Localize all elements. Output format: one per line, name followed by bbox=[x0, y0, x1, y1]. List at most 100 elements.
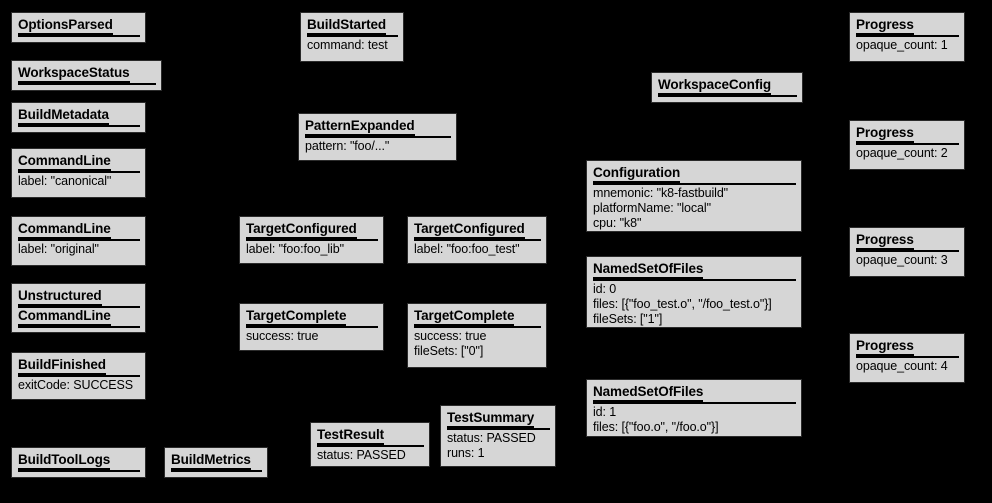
event-node-title-line: OptionsParsed bbox=[18, 17, 113, 35]
event-node-attribute: fileSets: ["1"] bbox=[593, 312, 663, 326]
event-node-attributes: label: "foo:foo_lib" bbox=[246, 242, 378, 257]
event-node-title: BuildFinished bbox=[18, 357, 140, 377]
event-node-attribute: files: [{"foo_test.o", "/foo_test.o"}] bbox=[593, 297, 772, 311]
event-node-build-metadata[interactable]: BuildMetadata bbox=[11, 102, 146, 133]
event-node-title: NamedSetOfFiles bbox=[593, 261, 796, 281]
event-node-target-configured-foo-test[interactable]: TargetConfigured label: "foo:foo_test" bbox=[407, 216, 547, 264]
event-node-title: TestSummary bbox=[447, 410, 550, 430]
event-node-command-line-original[interactable]: CommandLine label: "original" bbox=[11, 216, 146, 266]
event-node-target-complete-lib[interactable]: TargetComplete success: true bbox=[239, 303, 384, 351]
event-node-attributes: status: PASSED bbox=[317, 448, 424, 463]
event-node-title-line: CommandLine bbox=[18, 308, 111, 326]
event-node-attribute: label: "original" bbox=[18, 242, 99, 256]
event-node-title: NamedSetOfFiles bbox=[593, 384, 796, 404]
event-node-attribute: cpu: "k8" bbox=[593, 216, 642, 230]
event-node-attribute: opaque_count: 3 bbox=[856, 253, 948, 267]
event-node-title-line: CommandLine bbox=[18, 221, 111, 239]
event-node-attribute: opaque_count: 1 bbox=[856, 38, 948, 52]
event-node-title-line: Progress bbox=[856, 17, 914, 35]
event-node-title-line: BuildToolLogs bbox=[18, 452, 110, 470]
event-node-attributes: pattern: "foo/..." bbox=[305, 139, 451, 154]
event-node-options-parsed[interactable]: OptionsParsed bbox=[11, 12, 146, 43]
event-node-title: WorkspaceStatus bbox=[18, 65, 156, 85]
event-node-title: BuildToolLogs bbox=[18, 452, 140, 472]
event-node-attributes: label: "original" bbox=[18, 242, 140, 257]
event-node-attribute: id: 0 bbox=[593, 282, 617, 296]
event-node-title-line: Progress bbox=[856, 232, 914, 250]
event-node-title: Progress bbox=[856, 17, 959, 37]
event-node-title: Progress bbox=[856, 338, 959, 358]
event-node-attributes: label: "canonical" bbox=[18, 174, 140, 189]
event-node-attributes: opaque_count: 3 bbox=[856, 253, 959, 268]
event-node-attribute: command: test bbox=[307, 38, 388, 52]
event-node-title-line: TargetConfigured bbox=[246, 221, 357, 239]
event-node-attributes: command: test bbox=[307, 38, 398, 53]
event-node-attributes: exitCode: SUCCESS bbox=[18, 378, 140, 393]
event-node-title: PatternExpanded bbox=[305, 118, 451, 138]
event-node-title-line: TargetConfigured bbox=[414, 221, 525, 239]
event-node-title: TargetConfigured bbox=[246, 221, 378, 241]
event-node-title-line: TargetComplete bbox=[414, 308, 514, 326]
event-node-workspace-status[interactable]: WorkspaceStatus bbox=[11, 60, 162, 91]
event-node-build-tool-logs[interactable]: BuildToolLogs bbox=[11, 447, 146, 478]
event-node-test-result[interactable]: TestResult status: PASSED bbox=[310, 422, 430, 467]
event-node-attribute: runs: 1 bbox=[447, 446, 485, 460]
event-node-title-line: NamedSetOfFiles bbox=[593, 384, 703, 402]
event-node-attribute: label: "canonical" bbox=[18, 174, 112, 188]
event-node-attribute: files: [{"foo.o", "/foo.o"}] bbox=[593, 420, 719, 434]
event-node-attribute: mnemonic: "k8-fastbuild" bbox=[593, 186, 729, 200]
event-node-workspace-config[interactable]: WorkspaceConfig bbox=[651, 72, 803, 103]
event-node-title: BuildMetadata bbox=[18, 107, 140, 127]
event-node-title: BuildStarted bbox=[307, 17, 398, 37]
event-node-title-line: TargetComplete bbox=[246, 308, 346, 326]
event-node-title: BuildMetrics bbox=[171, 452, 262, 472]
event-node-attribute: success: true bbox=[414, 329, 487, 343]
event-node-title-line: NamedSetOfFiles bbox=[593, 261, 703, 279]
event-node-title-line: BuildMetrics bbox=[171, 452, 251, 470]
event-node-title: Progress bbox=[856, 125, 959, 145]
event-node-progress-1[interactable]: Progress opaque_count: 1 bbox=[849, 12, 965, 62]
event-node-attributes: mnemonic: "k8-fastbuild"platformName: "l… bbox=[593, 186, 796, 231]
event-node-attribute: opaque_count: 4 bbox=[856, 359, 948, 373]
event-node-title: CommandLine bbox=[18, 153, 140, 173]
event-node-attribute: label: "foo:foo_lib" bbox=[246, 242, 344, 256]
event-node-target-configured-foo-lib[interactable]: TargetConfigured label: "foo:foo_lib" bbox=[239, 216, 384, 264]
event-node-title: CommandLine bbox=[18, 221, 140, 241]
event-node-title-line: TestResult bbox=[317, 427, 384, 445]
event-node-attribute: success: true bbox=[246, 329, 319, 343]
event-node-title-line: Progress bbox=[856, 125, 914, 143]
event-node-build-metrics[interactable]: BuildMetrics bbox=[164, 447, 268, 478]
event-node-progress-4[interactable]: Progress opaque_count: 4 bbox=[849, 333, 965, 383]
event-node-title: TargetComplete bbox=[414, 308, 541, 328]
event-node-attribute: platformName: "local" bbox=[593, 201, 711, 215]
event-node-attributes: label: "foo:foo_test" bbox=[414, 242, 541, 257]
event-node-attributes: opaque_count: 4 bbox=[856, 359, 959, 374]
event-node-attribute: label: "foo:foo_test" bbox=[414, 242, 520, 256]
event-node-configuration[interactable]: Configuration mnemonic: "k8-fastbuild"pla… bbox=[586, 160, 802, 232]
event-node-progress-3[interactable]: Progress opaque_count: 3 bbox=[849, 227, 965, 277]
event-node-attributes: opaque_count: 1 bbox=[856, 38, 959, 53]
event-node-title: TestResult bbox=[317, 427, 424, 447]
event-node-title-line: CommandLine bbox=[18, 153, 111, 171]
event-node-title: Configuration bbox=[593, 165, 796, 185]
event-node-title-line: Progress bbox=[856, 338, 914, 356]
event-node-title-line: Configuration bbox=[593, 165, 680, 183]
event-node-title: TargetComplete bbox=[246, 308, 378, 328]
event-node-attributes: success: true bbox=[246, 329, 378, 344]
event-node-title-line: Unstructured bbox=[18, 288, 102, 306]
event-node-command-line-canonical[interactable]: CommandLine label: "canonical" bbox=[11, 148, 146, 198]
